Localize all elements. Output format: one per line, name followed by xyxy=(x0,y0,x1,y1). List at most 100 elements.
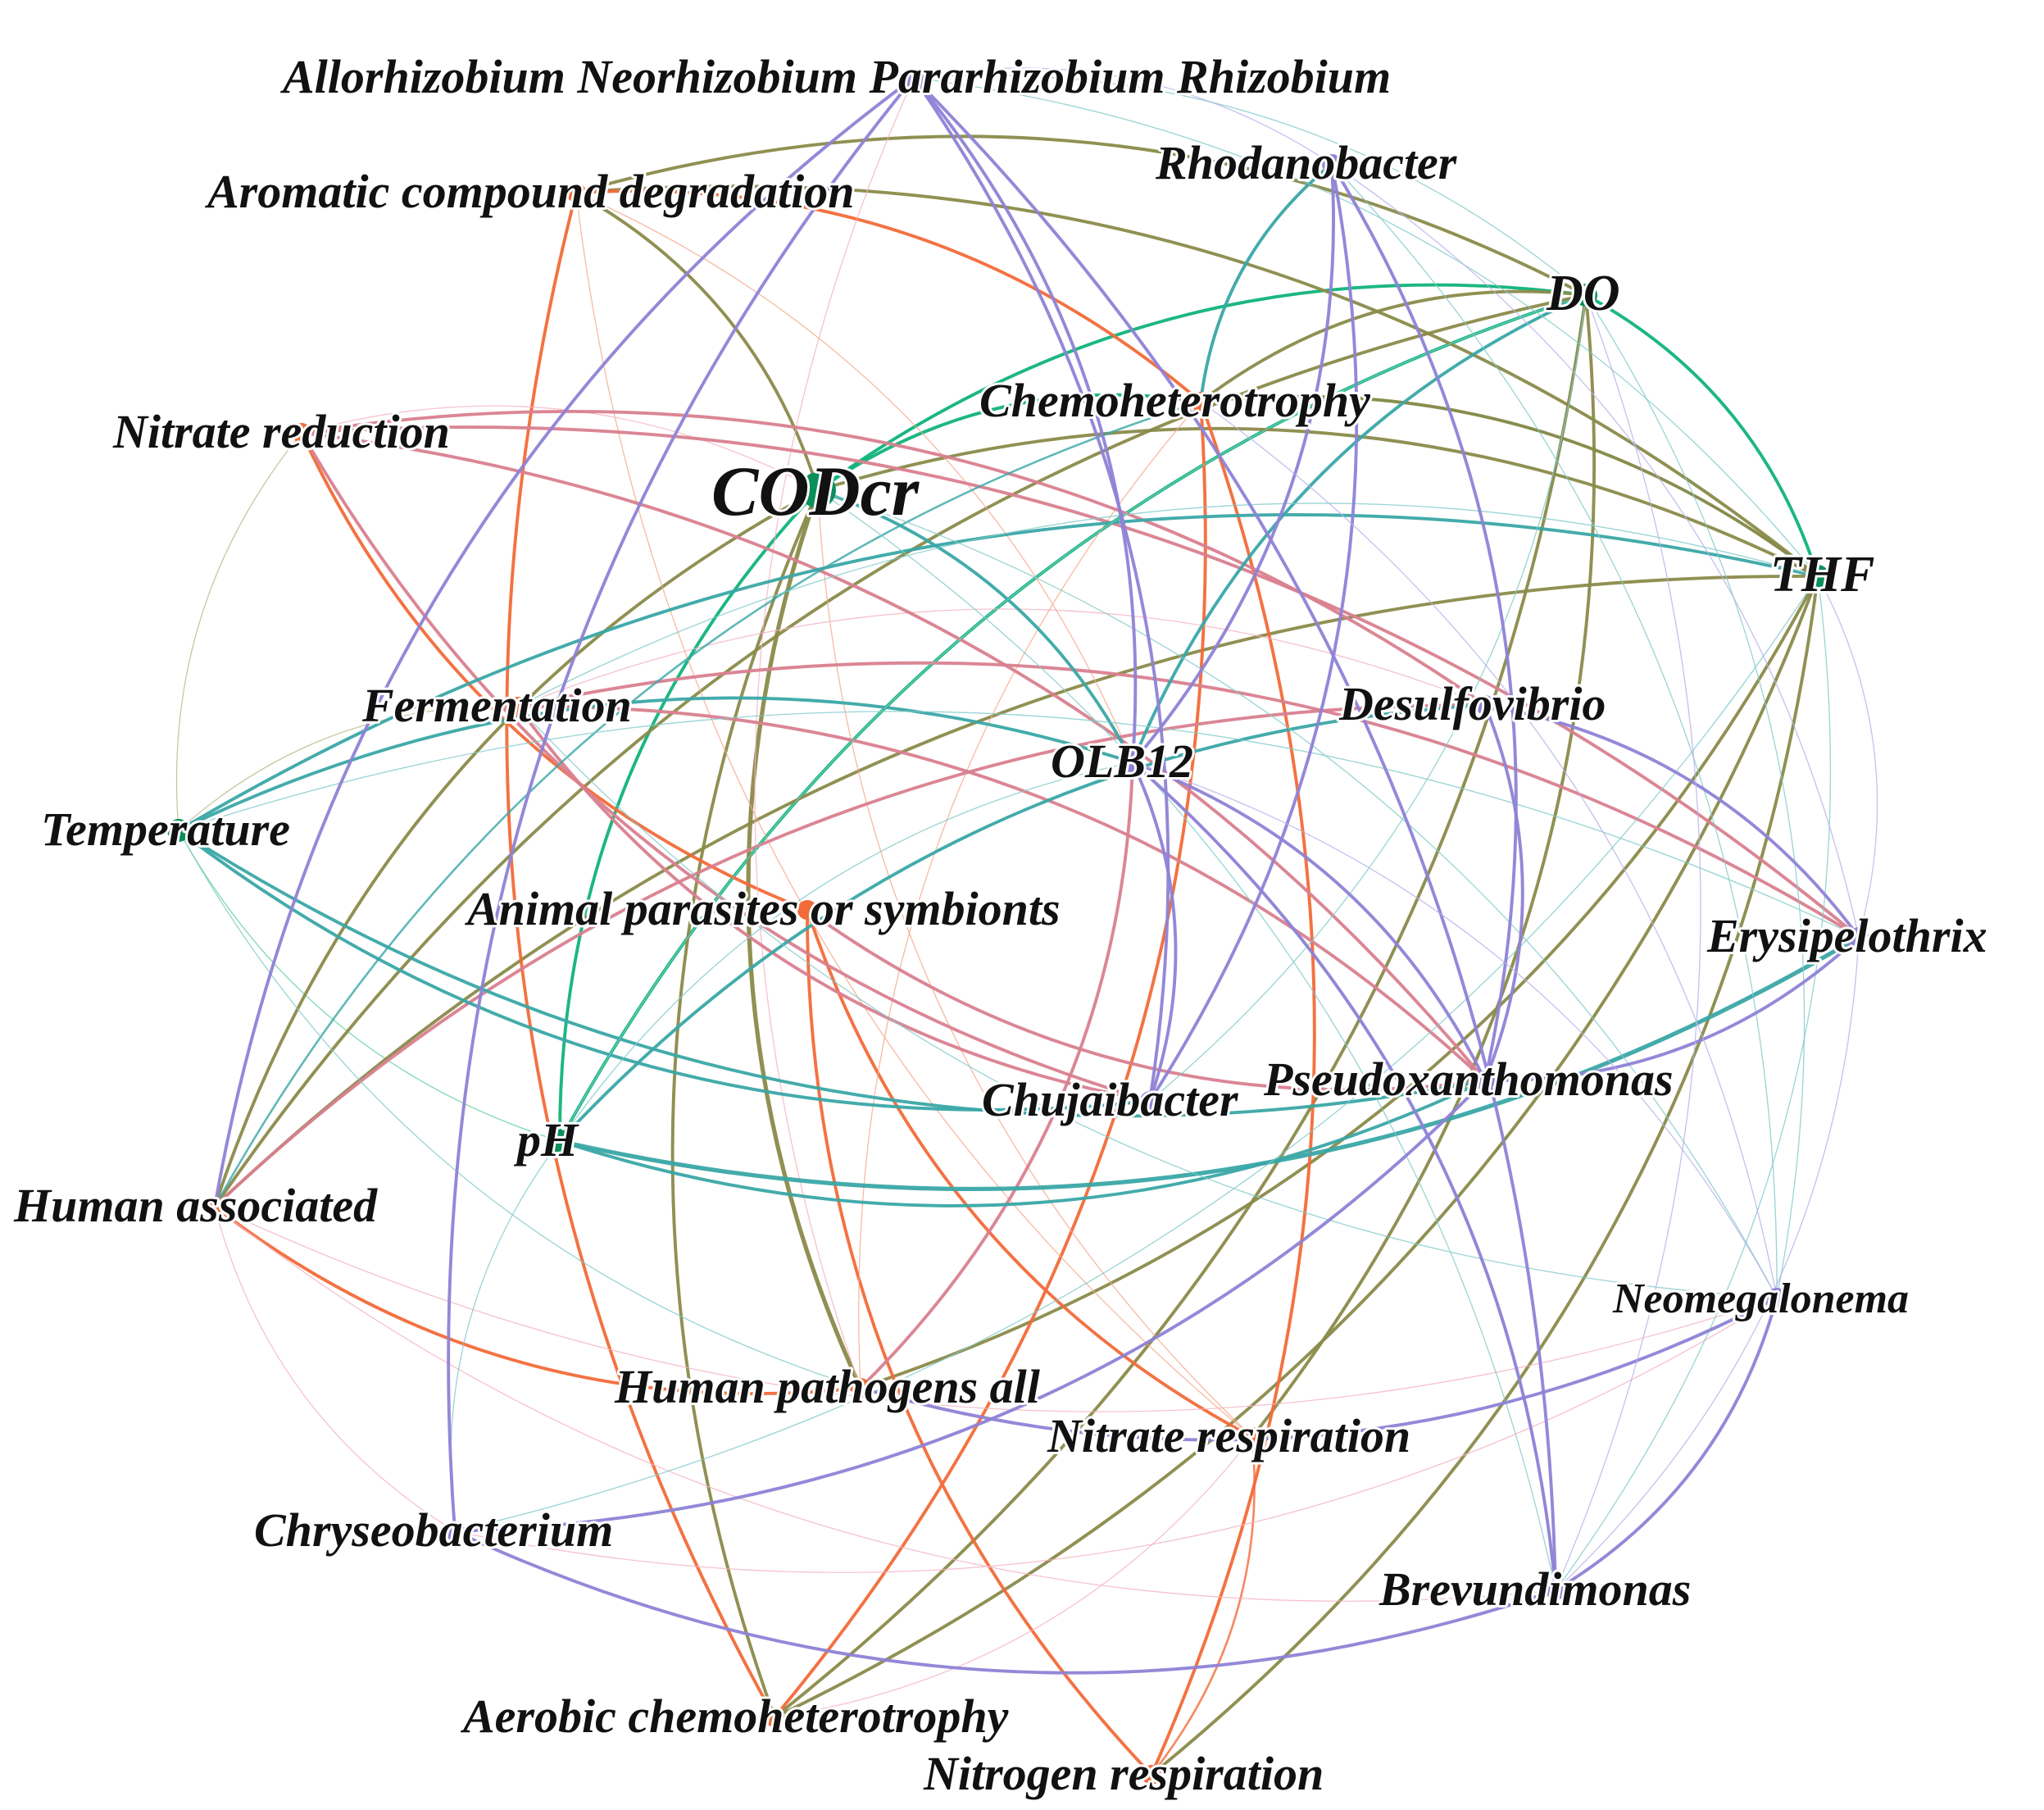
node-label-chujaibacter: Chujaibacter xyxy=(982,1073,1238,1126)
node-allorhizobium xyxy=(904,68,924,88)
node-label-nitrogen_resp: Nitrogen respiration xyxy=(923,1747,1324,1800)
edge-olb12-pseudoxanth xyxy=(1132,761,1487,1081)
node-label-erysipelothrix: Erysipelothrix xyxy=(1706,909,1987,962)
edge-ph-chryseobacterium xyxy=(450,1140,561,1532)
edge-animal-nitrate_resp xyxy=(806,909,1253,1439)
edge-erysipelothrix-brevundimonas xyxy=(1555,936,1860,1591)
edge-nitrate_resp-nitrogen_resp xyxy=(1150,1436,1256,1776)
edge-aerobic-nitrate_resp xyxy=(774,1436,1253,1718)
edge-temperature-thf xyxy=(178,513,1819,832)
edge-human_assoc-chryseobacterium xyxy=(214,1206,456,1532)
node-temperature xyxy=(167,819,190,842)
edge-do-chujaibacter xyxy=(1149,294,1587,1102)
edge-codcr-neomegalonema xyxy=(817,489,1778,1298)
node-brevundimonas xyxy=(1546,1580,1565,1600)
node-nitrate_red xyxy=(292,423,311,443)
edge-human_path-olb12 xyxy=(859,762,1134,1389)
edge-temperature-olb12 xyxy=(178,696,1133,832)
edge-erysipelothrix-pseudoxanth xyxy=(1484,935,1860,1082)
edge-do-brevundimonas xyxy=(1555,294,1701,1591)
edge-human_assoc-brevundimonas xyxy=(214,1206,1556,1602)
node-label-human_path: Human pathogens all xyxy=(614,1360,1041,1413)
edge-allorhizobium-brevundimonas xyxy=(912,76,1557,1591)
edge-codcr-aerobic xyxy=(670,489,820,1718)
node-olb12 xyxy=(1123,753,1142,772)
node-chujaibacter xyxy=(1140,1091,1160,1111)
edge-olb12-brevundimonas xyxy=(1131,761,1557,1591)
edge-desulfovibrio-erysipelothrix xyxy=(1484,703,1860,939)
edge-human_assoc-desulfovibrio xyxy=(213,703,1486,1208)
node-erysipelothrix xyxy=(1849,927,1869,947)
node-rhodanobacter xyxy=(1322,154,1342,174)
edge-do-nitrate_resp xyxy=(1251,294,1597,1439)
edge-allorhizobium-chujaibacter xyxy=(912,76,1170,1102)
node-label-desulfovibrio: Desulfovibrio xyxy=(1338,677,1606,730)
edge-olb12-brevundimonas xyxy=(1132,762,1556,1591)
edge-temperature-human_path xyxy=(178,830,861,1389)
node-label-aerobic: Aerobic chemoheterotrophy xyxy=(461,1689,1009,1743)
edge-fermentation-erysipelothrix xyxy=(517,661,1860,939)
edge-fermentation-desulfovibrio xyxy=(517,608,1486,707)
edge-chemohet-neomegalonema xyxy=(1200,401,1778,1298)
node-chemohet xyxy=(1191,392,1211,412)
edge-desulfovibrio-pseudoxanth xyxy=(1483,704,1524,1081)
edge-human_assoc-neomegalonema xyxy=(214,1206,1778,1412)
edge-human_assoc-human_path xyxy=(213,1205,861,1395)
node-chryseobacterium xyxy=(445,1521,465,1541)
edge-thf-erysipelothrix xyxy=(1817,575,1878,938)
edge-allorhizobium-human_assoc xyxy=(213,76,915,1207)
edge-thf-brevundimonas xyxy=(1555,575,1832,1591)
edge-nitrate_red-chujaibacter xyxy=(300,432,1151,1103)
edge-rhodanobacter-erysipelothrix xyxy=(1331,163,1860,938)
node-label-pseudoxanth: Pseudoxanthomonas xyxy=(1263,1053,1674,1106)
node-fermentation xyxy=(508,697,528,716)
edge-chryseobacterium-neomegalonema xyxy=(454,1297,1778,1573)
edge-allorhizobium-human_path xyxy=(754,77,915,1389)
node-label-rhodanobacter: Rhodanobacter xyxy=(1155,136,1457,189)
label-layer: Allorhizobium Neorhizobium Pararhizobium… xyxy=(11,48,1990,1803)
edge-animal-pseudoxanth xyxy=(806,908,1486,1092)
edge-temperature-fermentation xyxy=(178,706,519,831)
node-label-olb12: OLB12 xyxy=(1051,734,1193,788)
edge-chryseobacterium-brevundimonas xyxy=(454,1530,1556,1675)
edge-aromatic-olb12 xyxy=(575,192,1133,763)
edge-aromatic-aerobic xyxy=(505,192,776,1718)
edge-do-ph xyxy=(559,294,1587,1142)
edge-thf-human_path xyxy=(860,575,1819,1389)
node-label-thf: THF xyxy=(1770,547,1874,603)
node-nitrogen_resp xyxy=(1142,1765,1161,1785)
edge-ph-desulfovibrio xyxy=(558,703,1486,1143)
edge-allorhizobium-chryseobacterium xyxy=(447,76,915,1532)
edge-rhodanobacter-neomegalonema xyxy=(1331,163,1778,1298)
edge-human_path-neomegalonema xyxy=(860,1296,1778,1442)
node-label-allorhizobium: Allorhizobium Neorhizobium Pararhizobium… xyxy=(280,50,1391,103)
node-label-nitrate_red: Nitrate reduction xyxy=(112,405,450,458)
node-label-neomegalonema: Neomegalonema xyxy=(1612,1276,1909,1322)
edge-temperature-pseudoxanth xyxy=(177,829,1486,1118)
node-pseudoxanth xyxy=(1475,1071,1495,1090)
edge-aromatic-do xyxy=(575,134,1587,297)
edge-allorhizobium-thf xyxy=(913,77,1819,577)
edge-nitrate_red-temperature xyxy=(175,432,302,831)
edge-chemohet-thf xyxy=(1200,394,1819,578)
edge-chryseobacterium-pseudoxanth xyxy=(454,1079,1487,1533)
edge-allorhizobium-rhodanobacter xyxy=(913,67,1333,165)
edge-olb12-neomegalonema xyxy=(1132,762,1778,1298)
edge-nitrate_red-pseudoxanth xyxy=(301,431,1487,1082)
edge-ph-olb12 xyxy=(559,762,1133,1142)
edge-fermentation-neomegalonema xyxy=(517,706,1778,1298)
edge-do-aerobic xyxy=(773,294,1588,1719)
node-label-brevundimonas: Brevundimonas xyxy=(1379,1562,1691,1616)
edge-codcr-brevundimonas xyxy=(817,489,1556,1591)
node-ph xyxy=(548,1130,571,1153)
node-aromatic xyxy=(566,183,586,202)
node-nitrate_resp xyxy=(1242,1427,1262,1447)
edge-rhodanobacter-olb12 xyxy=(1131,163,1335,764)
edge-fermentation-pseudoxanth xyxy=(517,704,1487,1082)
edge-temperature-ph xyxy=(178,830,561,1142)
edge-codcr-ph xyxy=(558,489,820,1142)
node-animal xyxy=(797,900,817,920)
edge-aromatic-chemohet xyxy=(575,189,1202,403)
edge-nitrate_red-desulfovibrio xyxy=(301,410,1487,707)
edge-codcr-nitrate_resp xyxy=(817,489,1253,1438)
